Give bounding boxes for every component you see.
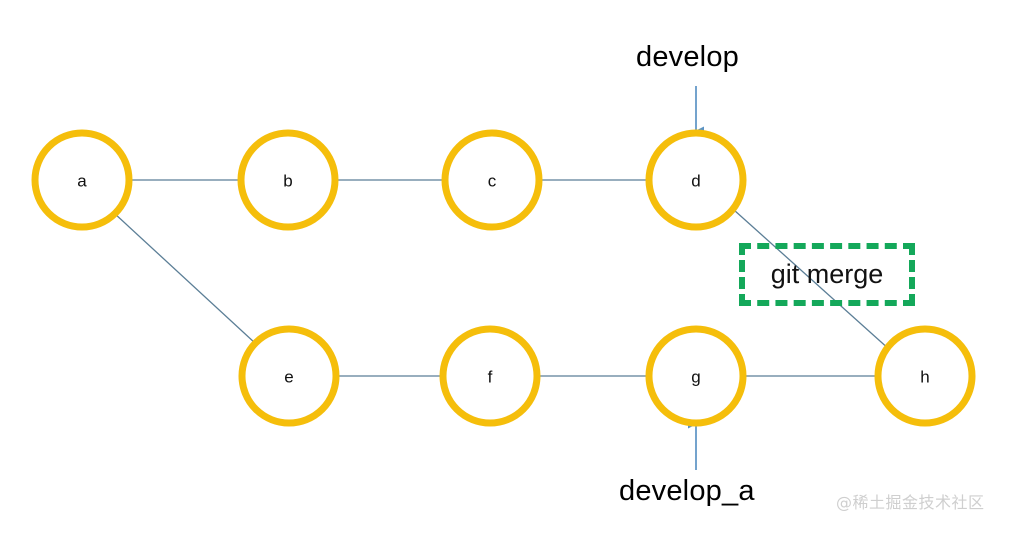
node-c-label: c [488,172,497,191]
branch-label-develop-a: develop_a [619,475,755,507]
watermark: @稀土掘金技术社区 [836,493,985,512]
node-h-label: h [920,368,929,387]
node-a-circle[interactable] [31,129,133,231]
nodes-group: a b c d e f g [31,129,976,427]
node-f-circle[interactable] [439,325,541,427]
git-merge-label: git merge [770,259,884,289]
node-h-circle[interactable] [874,325,976,427]
node-c-circle[interactable] [441,129,543,231]
edge-a-e [113,212,256,344]
node-d[interactable]: d [645,129,747,231]
node-h[interactable]: h [874,325,976,427]
node-b-label: b [283,172,292,191]
node-g-circle[interactable] [645,325,747,427]
node-f[interactable]: f [439,325,541,427]
node-b[interactable]: b [237,129,339,231]
node-b-circle[interactable] [237,129,339,231]
node-d-circle[interactable] [645,129,747,231]
node-e[interactable]: e [238,325,340,427]
node-e-label: e [284,368,293,387]
branch-label-develop: develop [636,41,739,73]
node-e-circle[interactable] [238,325,340,427]
node-a[interactable]: a [31,129,133,231]
git-merge-annotation-box: git merge [739,243,915,306]
node-d-label: d [691,172,700,191]
node-c[interactable]: c [441,129,543,231]
node-f-label: f [488,368,493,387]
edges-group [113,179,891,377]
node-g-label: g [691,368,700,387]
node-g[interactable]: g [645,325,747,427]
node-a-label: a [77,172,87,191]
edge-d-h [733,209,891,351]
